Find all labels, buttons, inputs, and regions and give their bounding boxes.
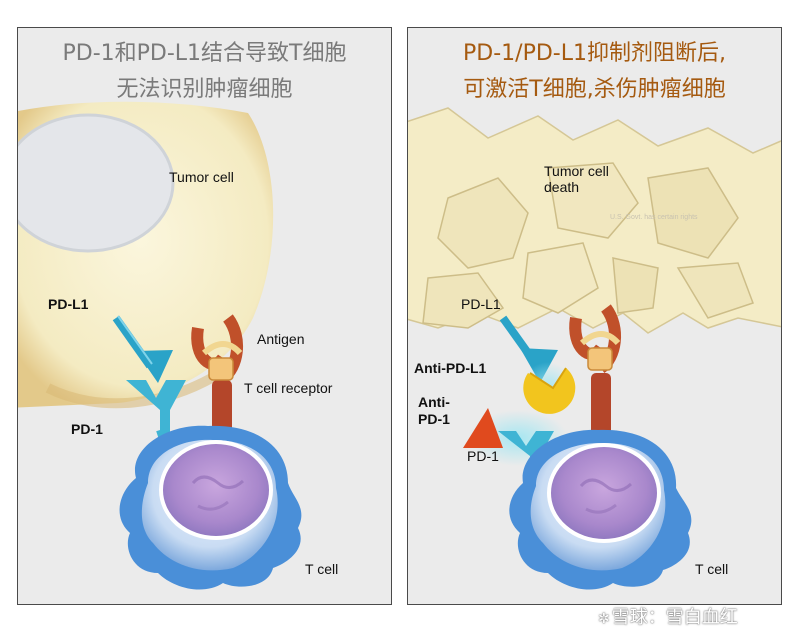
pd-l1-receptor — [112, 315, 173, 383]
label-tumor-cell: Tumor cell — [169, 169, 234, 185]
antigen — [587, 347, 613, 371]
label-antigen: Antigen — [257, 331, 305, 347]
left-illustration — [18, 101, 302, 590]
anti-pd-1-antibody — [463, 408, 503, 448]
antigen — [208, 357, 234, 381]
t-cell — [509, 429, 692, 590]
t-cell-nucleus — [159, 440, 273, 540]
label-pd-l1: PD-L1 — [461, 296, 501, 312]
t-cell — [119, 425, 302, 590]
tumor-cell — [18, 101, 274, 409]
label-anti-pd-l1: Anti-PD-L1 — [414, 360, 487, 376]
right-illustration — [408, 107, 781, 590]
watermark: ✲雪球：雪白血红 — [598, 603, 738, 629]
label-pd-l1: PD-L1 — [48, 296, 89, 312]
label-t-cell: T cell — [305, 561, 339, 577]
label-t-cell: T cell — [695, 561, 729, 577]
label-pd-1: PD-1 — [71, 421, 103, 437]
watermark-text: 雪球：雪白血红 — [611, 607, 738, 628]
label-anti-pd-1-1: Anti- — [418, 394, 450, 410]
label-tumor-cell-death-1: Tumor cell — [544, 163, 609, 179]
anti-pd-l1-antibody — [522, 362, 576, 414]
t-cell-nucleus — [547, 443, 661, 543]
right-title-line1: PD-1/PD-L1抑制剂阻断后, — [463, 41, 726, 66]
tumor-nucleus — [18, 115, 173, 251]
snowball-logo-icon: ✲ — [598, 611, 610, 627]
dying-tumor-cell — [408, 107, 781, 334]
left-panel: PD-1和PD-L1结合导致T细胞 无法识别肿瘤细胞 Tumor cell PD… — [17, 27, 392, 605]
right-panel: PD-1/PD-L1抑制剂阻断后, 可激活T细胞,杀伤肿瘤细胞 Tumor ce… — [407, 27, 782, 605]
t-cell-receptor — [569, 304, 622, 438]
credit-text: U.S. Govt. has certain rights — [610, 214, 698, 221]
left-title-line2: 无法识别肿瘤细胞 — [116, 77, 293, 102]
label-t-cell-receptor: T cell receptor — [244, 380, 333, 396]
t-cell-receptor — [191, 314, 244, 435]
right-title-line2: 可激活T细胞,杀伤肿瘤细胞 — [463, 77, 726, 102]
label-tumor-cell-death-2: death — [544, 179, 580, 195]
label-anti-pd-1-2: PD-1 — [418, 411, 450, 427]
label-pd-1: PD-1 — [467, 448, 499, 464]
left-title-line1: PD-1和PD-L1结合导致T细胞 — [62, 41, 347, 66]
